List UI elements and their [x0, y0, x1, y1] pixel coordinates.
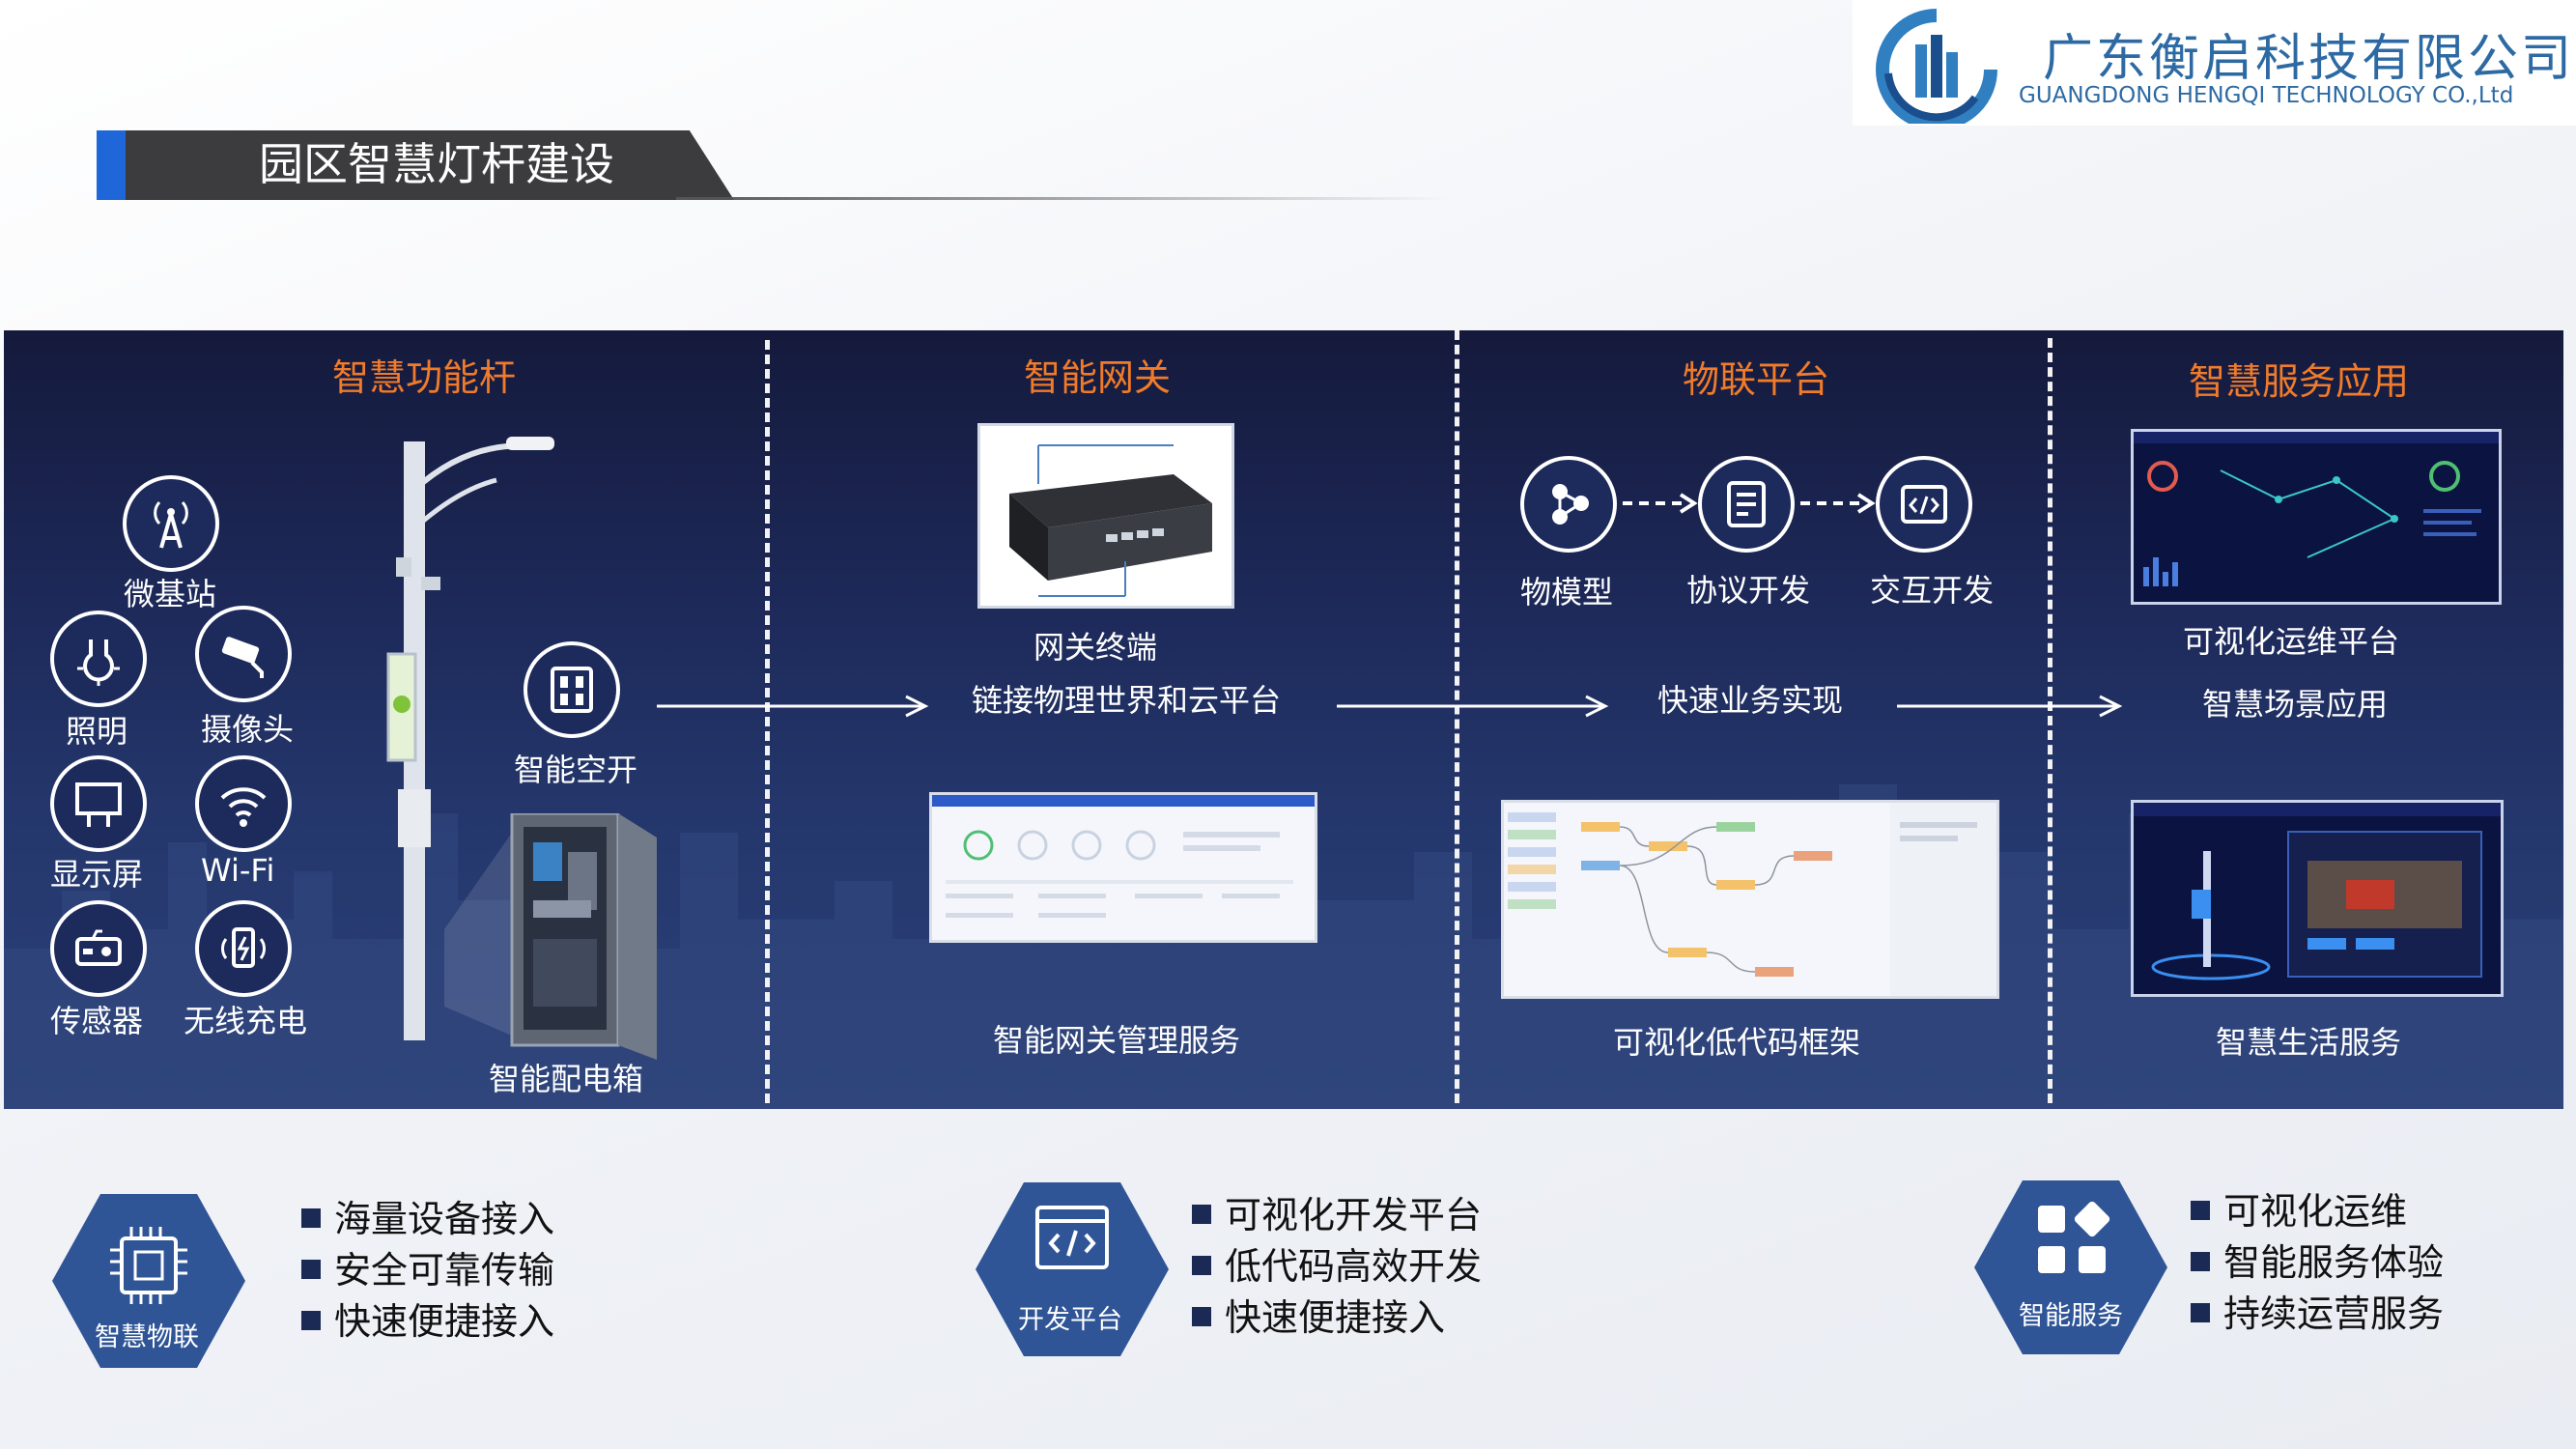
- smart-life-screenshot: [2131, 800, 2504, 997]
- ops-platform-label: 可视化运维平台: [2183, 623, 2400, 660]
- dashed-arrow-icon: [1800, 493, 1876, 514]
- apps-grid-icon: [2038, 1201, 2110, 1273]
- code-window-icon: [1035, 1206, 1109, 1269]
- title-underline: [676, 197, 1449, 200]
- feature-label-base-station: 微基站: [124, 576, 217, 612]
- feature-label-wireless-charging: 无线充电: [184, 1003, 308, 1039]
- low-code-framework-screenshot: [1501, 800, 1999, 999]
- smart-breaker-label: 智能空开: [514, 752, 638, 788]
- dev-platform-feature-list: 可视化开发平台 低代码高效开发 快速便捷接入: [1192, 1190, 1482, 1344]
- iot-feature-item: 快速便捷接入: [301, 1296, 554, 1348]
- chip-icon: [110, 1227, 187, 1304]
- feature-label-camera: 摄像头: [201, 711, 295, 748]
- low-code-framework-label: 可视化低代码框架: [1613, 1024, 1861, 1061]
- flow-arrow-icon: [1897, 695, 2123, 718]
- wifi-icon: [195, 755, 292, 852]
- smart-pole-illustration: [386, 437, 554, 1040]
- iot-feature-list: 海量设备接入 安全可靠传输 快速便捷接入: [301, 1194, 554, 1348]
- smart-breaker-icon: [524, 641, 620, 738]
- gateway-device-label: 网关终端: [1033, 629, 1158, 666]
- display-screen-icon: [50, 755, 147, 852]
- service-feature-item: 持续运营服务: [2191, 1289, 2444, 1340]
- company-logo-icon: [1876, 9, 1997, 124]
- gateway-flow-text: 链接物理世界和云平台: [972, 682, 1282, 719]
- iot-badge-label: 智慧物联: [95, 1322, 199, 1352]
- lighting-icon: [50, 611, 147, 707]
- thing-model-icon: [1520, 456, 1617, 553]
- distribution-cabinet-illustration: [444, 813, 657, 1060]
- protocol-development-icon: [1698, 456, 1795, 553]
- dashed-arrow-icon: [1623, 493, 1698, 514]
- section-title-service: 智慧服务应用: [2189, 360, 2410, 403]
- feature-label-display: 显示屏: [50, 856, 144, 893]
- architecture-panel: 智慧功能杆 智能网关 物联平台 智慧服务应用 微基站 照明 摄像头 显示屏 Wi…: [4, 330, 2563, 1109]
- service-feature-item: 智能服务体验: [2191, 1237, 2444, 1289]
- title-banner: [97, 130, 734, 200]
- company-name-cn: 广东衡启科技有限公司: [2043, 30, 2575, 88]
- dev-feature-item: 可视化开发平台: [1192, 1190, 1482, 1241]
- service-feature-item: 可视化运维: [2191, 1186, 2444, 1237]
- page-title: 园区智慧灯杆建设: [259, 138, 614, 190]
- interaction-development-icon: [1876, 456, 1972, 553]
- gateway-management-label: 智能网关管理服务: [993, 1022, 1241, 1059]
- section-divider: [1455, 330, 1459, 1103]
- dev-feature-item: 快速便捷接入: [1192, 1293, 1482, 1344]
- dev-feature-item: 低代码高效开发: [1192, 1241, 1482, 1293]
- distribution-cabinet-label: 智能配电箱: [489, 1061, 644, 1097]
- section-divider: [765, 340, 770, 1103]
- feature-label-sensor: 传感器: [50, 1003, 144, 1039]
- iot-step-label-interaction: 交互开发: [1870, 572, 1995, 609]
- camera-icon: [195, 606, 292, 702]
- gateway-management-screenshot: [929, 792, 1317, 943]
- wireless-charging-icon: [195, 900, 292, 997]
- feature-label-lighting: 照明: [66, 713, 128, 750]
- sensor-icon: [50, 900, 147, 997]
- title-accent-bar: [97, 130, 126, 200]
- flow-arrow-icon: [657, 695, 929, 718]
- dev-platform-badge-label: 开发平台: [1018, 1305, 1122, 1335]
- feature-label-wifi: Wi-Fi: [201, 852, 275, 889]
- smart-service-badge-label: 智能服务: [2019, 1301, 2123, 1331]
- smart-service-feature-list: 可视化运维 智能服务体验 持续运营服务: [2191, 1186, 2444, 1340]
- iot-feature-item: 安全可靠传输: [301, 1245, 554, 1296]
- section-title-gateway: 智能网关: [1024, 356, 1172, 399]
- ops-platform-screenshot: [2131, 429, 2502, 605]
- iot-step-label-thing-model: 物模型: [1520, 574, 1614, 611]
- company-name-en: GUANGDONG HENGQI TECHNOLOGY CO.,Ltd: [2019, 83, 2514, 108]
- flow-arrow-icon: [1337, 695, 1609, 718]
- iot-feature-item: 海量设备接入: [301, 1194, 554, 1245]
- scene-application-label: 智慧场景应用: [2202, 686, 2389, 723]
- section-title-pole: 智慧功能杆: [332, 356, 517, 399]
- section-divider: [2048, 338, 2052, 1103]
- iot-flow-text: 快速业务实现: [1657, 682, 1844, 719]
- micro-base-station-icon: [123, 475, 219, 572]
- iot-step-label-protocol: 协议开发: [1686, 572, 1811, 609]
- smart-life-label: 智慧生活服务: [2216, 1024, 2402, 1061]
- section-title-iot: 物联平台: [1683, 358, 1830, 401]
- gateway-device-image: [977, 423, 1234, 609]
